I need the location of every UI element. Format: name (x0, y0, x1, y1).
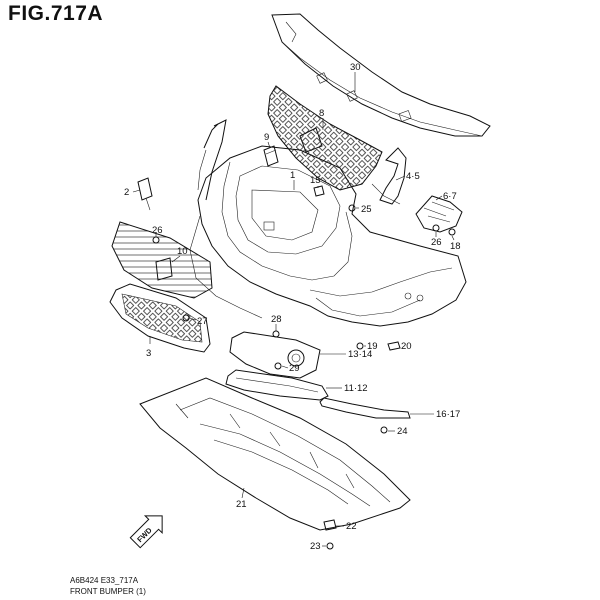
part-29-screw (326, 542, 334, 550)
part-19-screw (356, 342, 364, 350)
part-15-clip (313, 185, 325, 197)
part-10-lower-grille (111, 221, 213, 299)
callout-1: 1 (290, 170, 295, 181)
part-6-7-bracket (415, 195, 463, 233)
part-9-clip (263, 145, 279, 167)
callout-28: 22 (346, 521, 357, 532)
part-1-bumper-cover (189, 145, 467, 327)
part-18-screw (448, 228, 456, 236)
callout-2: 2 (124, 187, 129, 198)
callout-10: 10 (177, 246, 188, 257)
callout-4-5: 4·5 (406, 171, 420, 182)
callout-11-12: 11·12 (344, 383, 368, 394)
callout-24: 26 (152, 225, 163, 236)
callout-3: 3 (146, 348, 151, 359)
callout-26-upper: 28 (271, 314, 282, 325)
part-13-14-fog-bezel (229, 331, 321, 379)
part-8-upper-grille (267, 85, 383, 191)
callout-22: 26 (431, 237, 442, 248)
callout-25: 27 (197, 316, 208, 327)
callout-21: 25 (361, 204, 372, 215)
figure-title: FIG.717A (8, 2, 104, 25)
part-27-undercover (139, 377, 411, 531)
figure-code: A6B424 E33_717A (70, 576, 139, 585)
callout-6-7: 6·7 (443, 191, 457, 202)
part-22-screw (432, 224, 440, 232)
callout-27: 21 (236, 499, 247, 510)
part-23-screw (380, 426, 388, 434)
callout-16-17: 16·17 (436, 409, 460, 420)
part-4-5-molding (371, 147, 407, 205)
part-3-grille-frame (109, 283, 211, 353)
callout-18: 18 (450, 241, 461, 252)
callout-labels: 30 8 9 1 4·5 6·7 15 25 2 (124, 62, 461, 552)
callout-9: 9 (264, 132, 269, 143)
callout-19: 19 (367, 341, 378, 352)
callout-20: 20 (401, 341, 412, 352)
callout-29: 23 (310, 541, 321, 552)
part-20-clip (387, 341, 401, 351)
part-16-17-side-molding (319, 397, 411, 419)
callout-23: 24 (397, 426, 408, 437)
part-21-screw (348, 204, 356, 212)
bumper-side-outline (197, 119, 227, 201)
fwd-direction-arrow: FWD (129, 515, 163, 549)
callout-30: 30 (350, 62, 361, 73)
callout-13-14: 13·14 (348, 349, 372, 360)
part-2-tow-hook-cap (137, 177, 153, 211)
part-30-bumper-reinforcement (271, 13, 491, 137)
part-26-screw-lower (274, 362, 282, 370)
hardware-fasteners (152, 185, 456, 550)
part-26-screw-upper (272, 330, 280, 338)
part-28-clip (323, 519, 337, 531)
figure-caption: FRONT BUMPER (1) (70, 587, 146, 596)
callout-15: 15 (310, 175, 321, 186)
callout-26-lower: 29 (289, 363, 300, 374)
callout-8: 8 (319, 108, 324, 119)
